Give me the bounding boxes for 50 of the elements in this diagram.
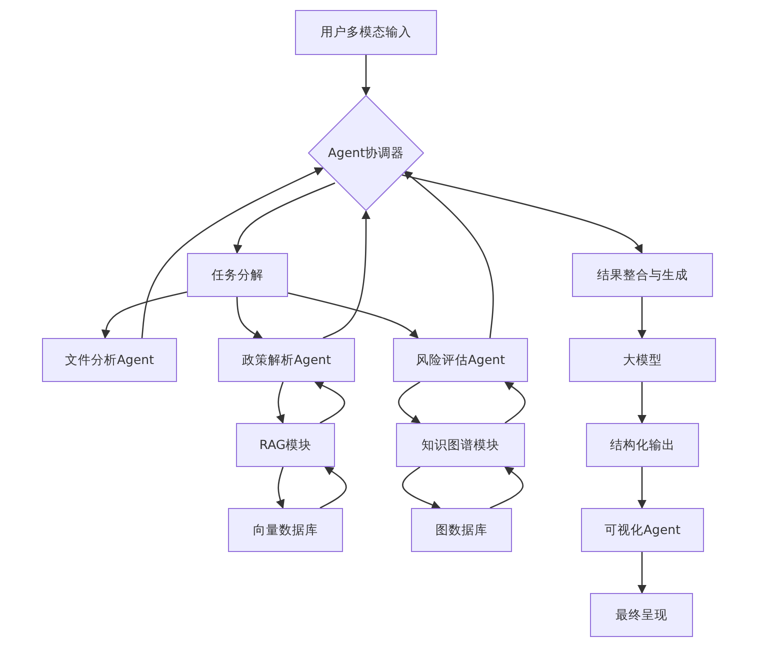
process-box [42,338,177,382]
process-box [236,423,335,467]
node-label: 风险评估Agent [416,352,505,368]
process-box [411,508,512,552]
arrow [490,466,524,509]
process-box [590,593,693,637]
process-box [393,338,528,382]
process-box [218,338,355,382]
node-label: 向量数据库 [253,522,318,538]
process-box [581,508,704,552]
arrow [504,381,526,424]
arrow [402,174,643,254]
process-box [572,253,713,297]
arrow [402,466,441,510]
arrow [233,182,336,254]
arrow [101,291,188,339]
arrow [276,466,285,509]
node-label: 用户多模态输入 [320,24,412,41]
arrow [403,170,494,338]
process-box [569,338,716,382]
arrow [320,466,347,509]
node-label: 文件分析Agent [65,352,154,368]
arrow [322,210,371,339]
node-label: 大模型 [623,352,662,368]
arrow [398,381,421,424]
arrow [637,552,647,594]
process-box [295,10,437,55]
process-box [586,423,699,467]
process-box [187,253,288,297]
arrow [141,167,324,338]
process-box [396,423,525,467]
node-label: 政策解析Agent [242,352,331,368]
node-label: 任务分解 [212,266,264,284]
arrow [361,55,371,96]
node-label: 结构化输出 [610,436,675,454]
node-label: 结果整合与生成 [597,266,688,284]
process-box [228,508,343,552]
node-label: 知识图谱模块 [422,436,500,454]
arrow [288,292,419,339]
node-label: Agent协调器 [328,144,404,162]
arrow [637,467,647,509]
arrow [276,382,285,424]
arrow [314,381,346,424]
node-label: 图数据库 [436,522,488,538]
node-label: 最终呈现 [616,606,668,624]
arrow [637,382,647,424]
node-label: 可视化Agent [604,522,680,538]
node-label: RAG模块 [259,436,312,454]
arrow [637,297,647,339]
arrow [236,296,263,339]
